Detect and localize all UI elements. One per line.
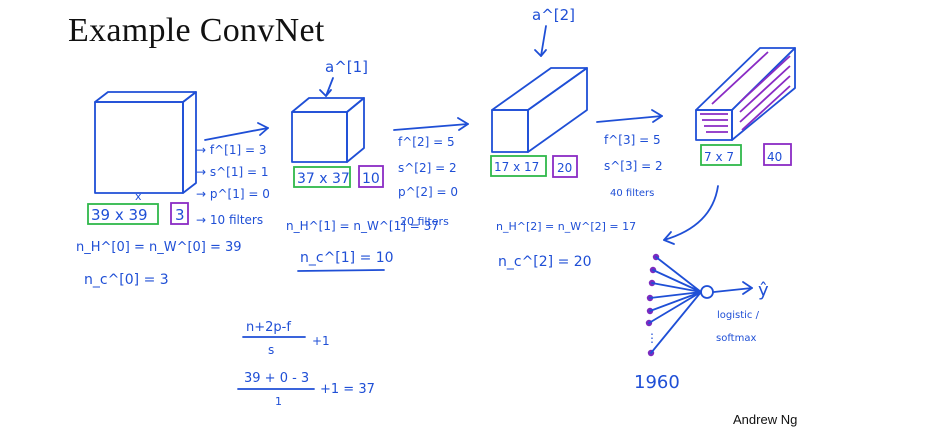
yhat-label: ŷ bbox=[758, 280, 769, 301]
conv2-s-label: s^[2] = 2 bbox=[398, 161, 457, 175]
connections bbox=[648, 256, 702, 354]
layer3-channels-box bbox=[763, 143, 792, 166]
layer2-channels-label: 20 bbox=[557, 161, 572, 175]
conv2-arrow bbox=[393, 117, 469, 131]
conv2-p-label: p^[2] = 0 bbox=[398, 185, 458, 199]
conv3-filters-label: 40 filters bbox=[610, 188, 654, 199]
flatten-arrow bbox=[663, 185, 719, 241]
layer1-underline bbox=[297, 269, 385, 272]
layer2-size-label: 17 x 17 bbox=[494, 160, 539, 174]
author-credit: Andrew Ng bbox=[733, 412, 798, 427]
input-nc-formula: n_c^[0] = 3 bbox=[84, 272, 169, 288]
output-units: ⋮ bbox=[645, 253, 660, 357]
output-neuron bbox=[700, 285, 714, 299]
layer3-volume bbox=[695, 47, 796, 141]
formula-general-numerator: n+2p-f bbox=[246, 320, 291, 335]
conv3-f-label: f^[3] = 5 bbox=[604, 133, 661, 147]
layer2-nh-formula: n_H^[2] = n_W^[2] = 17 bbox=[496, 220, 636, 233]
input-channels-box bbox=[170, 202, 189, 225]
conv3-arrow bbox=[596, 109, 663, 123]
conv1-s-label: → s^[1] = 1 bbox=[196, 165, 269, 179]
layer1-channels-label: 10 bbox=[362, 171, 380, 187]
layer1-channels-box bbox=[358, 165, 384, 188]
layer1-size-box bbox=[293, 166, 351, 188]
formula-general-denominator: s bbox=[268, 343, 274, 357]
input-channels-label: 3 bbox=[175, 206, 185, 224]
layer2-nc-formula: n_c^[2] = 20 bbox=[498, 254, 592, 270]
conv1-f-label: → f^[1] = 3 bbox=[196, 143, 266, 157]
dimension-mark: x bbox=[135, 190, 142, 203]
activation-top-label: logistic / bbox=[717, 310, 760, 321]
layer2-volume bbox=[491, 67, 588, 153]
formula-example-denominator: 1 bbox=[275, 395, 282, 408]
conv2-f-label: f^[2] = 5 bbox=[398, 135, 455, 149]
activation-bottom-label: softmax bbox=[716, 333, 756, 344]
slide-title: Example ConvNet bbox=[68, 12, 325, 49]
input-size-box bbox=[87, 203, 159, 225]
flatten-units-label: 1960 bbox=[634, 372, 680, 393]
formula-general-tail: +1 bbox=[312, 334, 330, 348]
conv1-p-label: → p^[1] = 0 bbox=[196, 187, 270, 201]
layer1-size-label: 37 x 37 bbox=[297, 171, 350, 187]
layer1-activation-label: a^[1] bbox=[325, 58, 368, 76]
conv1-filters-label: → 10 filters bbox=[196, 213, 263, 227]
layer2-pointer bbox=[540, 25, 547, 57]
layer2-size-box bbox=[490, 155, 547, 177]
layer3-size-label: 7 x 7 bbox=[704, 150, 734, 164]
formula-example-numerator: 39 + 0 - 3 bbox=[244, 371, 309, 386]
conv1-arrow bbox=[204, 122, 269, 141]
layer1-nc-formula: n_c^[1] = 10 bbox=[300, 250, 394, 266]
input-size-label: 39 x 39 bbox=[91, 206, 148, 224]
layer1-pointer bbox=[325, 77, 334, 97]
input-volume: x bbox=[94, 91, 197, 203]
layer2-channels-box bbox=[552, 155, 578, 178]
output-arrow bbox=[713, 287, 753, 293]
layer1-nh-formula: n_H^[1] = n_W^[1] = 37 bbox=[286, 219, 439, 233]
layer3-size-box bbox=[700, 144, 742, 166]
input-nh-formula: n_H^[0] = n_W^[0] = 39 bbox=[76, 240, 242, 255]
conv3-s-label: s^[3] = 2 bbox=[604, 159, 663, 173]
conv2-filters-label: 20 filters bbox=[400, 215, 449, 228]
layer2-activation-label: a^[2] bbox=[532, 6, 575, 24]
ellipsis-mark: ⋮ bbox=[646, 331, 658, 345]
layer1-volume bbox=[291, 97, 365, 163]
layer3-channels-label: 40 bbox=[767, 150, 782, 164]
formula-example-tail: +1 = 37 bbox=[320, 382, 375, 397]
